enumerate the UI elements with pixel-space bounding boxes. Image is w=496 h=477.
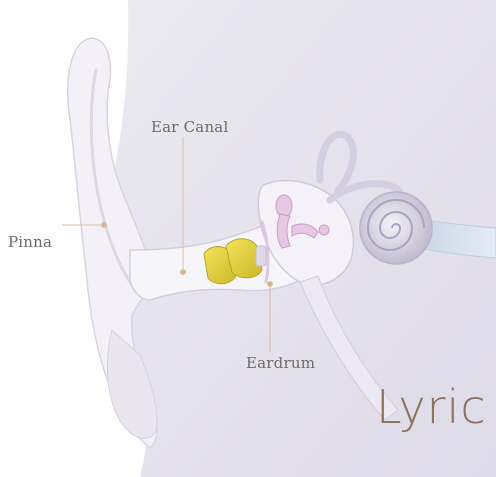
brand-logo: Lyric bbox=[376, 384, 487, 430]
label-pinna: Pinna bbox=[8, 233, 52, 251]
label-eardrum: Eardrum bbox=[246, 354, 315, 372]
cochlea bbox=[360, 192, 432, 264]
label-ear-canal: Ear Canal bbox=[151, 118, 228, 136]
